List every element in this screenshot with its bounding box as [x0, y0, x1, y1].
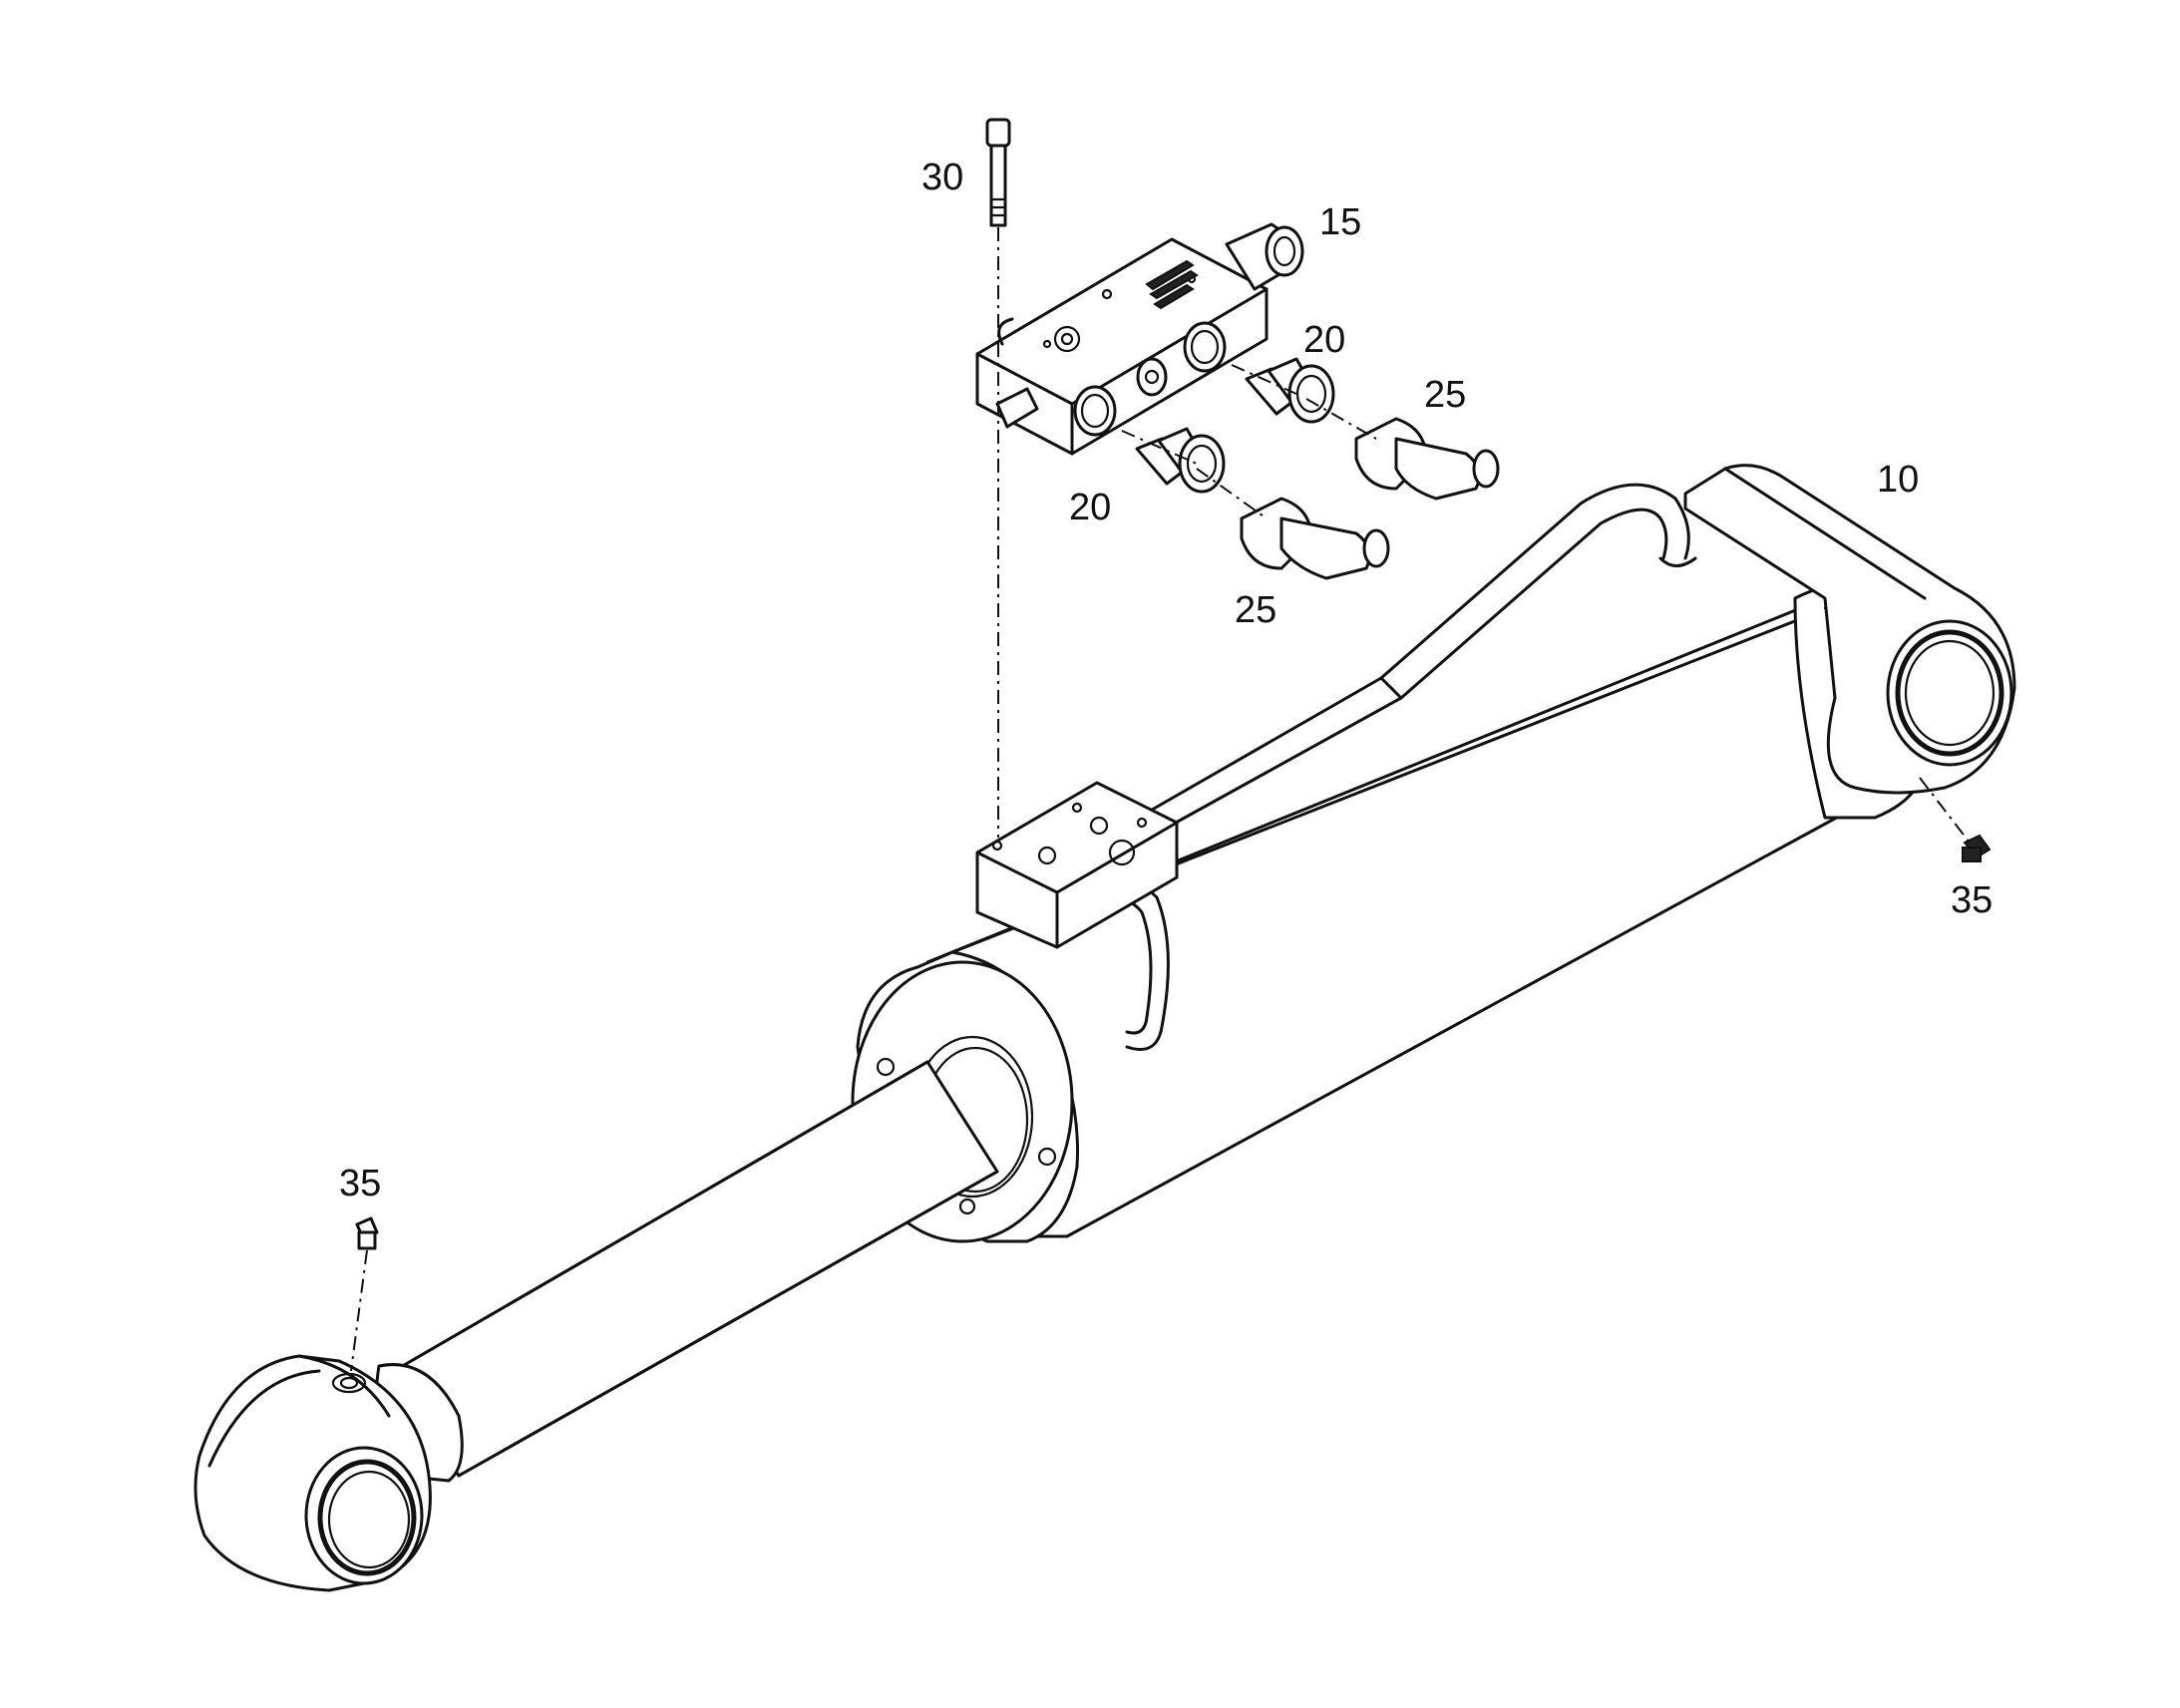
valve-block [975, 222, 1304, 456]
adapter-fitting-upper [1245, 357, 1335, 424]
callout-labels: 10 15 20 20 25 25 30 35 35 [339, 157, 1993, 1204]
grease-nipple-left [355, 1216, 379, 1250]
callout-20-lower: 20 [1069, 487, 1111, 528]
elbow-fitting-lower [1240, 497, 1390, 580]
elbow-fitting-upper [1354, 417, 1500, 501]
callout-20-upper: 20 [1303, 319, 1345, 361]
adapter-fitting-lower [1135, 427, 1226, 494]
callout-25-upper: 25 [1424, 374, 1466, 416]
rod-end-eye [193, 1354, 432, 1592]
callout-30: 30 [921, 157, 963, 198]
callout-15: 15 [1319, 201, 1361, 243]
assembly-lines [350, 227, 1971, 1372]
callout-25-lower: 25 [1235, 589, 1276, 631]
piston-rod [375, 1060, 999, 1483]
socket-head-bolt [985, 118, 1011, 227]
manifold-mounting-block [975, 781, 1179, 949]
callout-35-right: 35 [1951, 879, 1993, 921]
grease-nipple-right [1962, 834, 1992, 862]
callout-35-left: 35 [339, 1163, 381, 1204]
rear-clevis-eye [1683, 464, 2016, 795]
callout-10: 10 [1877, 459, 1919, 501]
